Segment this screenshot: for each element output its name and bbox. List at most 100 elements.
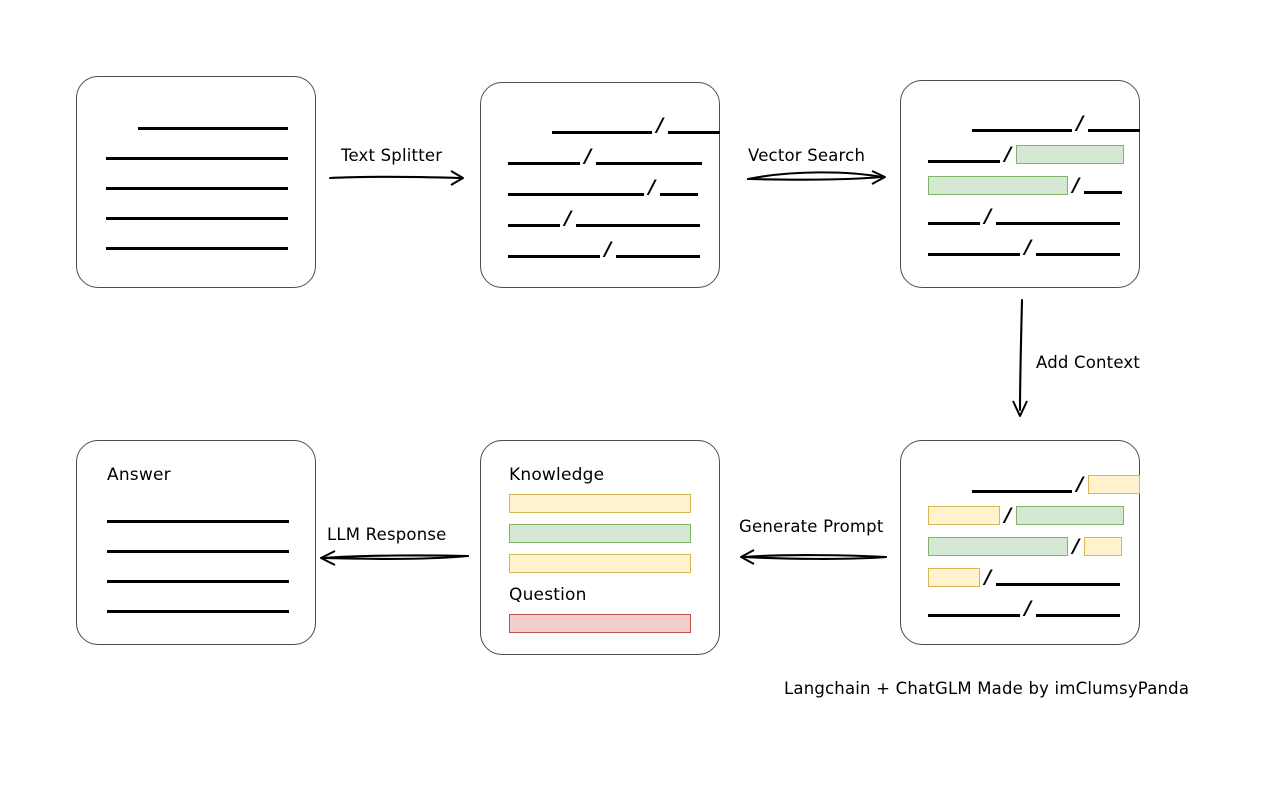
- knowledge-label: Knowledge: [509, 465, 605, 485]
- slash-separator: /: [1004, 503, 1012, 526]
- text-line: [508, 255, 600, 258]
- slash-separator: /: [1072, 173, 1080, 196]
- answer-rows: [77, 503, 315, 644]
- text-row: /: [928, 174, 1122, 196]
- slash-separator: /: [648, 175, 656, 198]
- node-source-document[interactable]: [76, 76, 316, 288]
- highlight-yellow: [1084, 536, 1122, 556]
- slash-separator: /: [1004, 142, 1012, 165]
- text-line: [928, 222, 980, 225]
- arrow-add-context: [1012, 298, 1028, 417]
- highlight-green: [928, 175, 1068, 195]
- node-matched-chunks[interactable]: / / / / /: [900, 80, 1140, 288]
- slash-separator: /: [564, 206, 572, 229]
- slash-separator: /: [1024, 596, 1032, 619]
- text-line: [928, 253, 1020, 256]
- text-line: [1084, 191, 1122, 194]
- node-chunks-with-context[interactable]: / / / / /: [900, 440, 1140, 645]
- text-line: [660, 193, 698, 196]
- arrow-text-splitter: [328, 170, 464, 186]
- edge-label-text-splitter: Text Splitter: [341, 146, 443, 165]
- text-row: /: [928, 597, 1120, 619]
- text-row: [106, 140, 288, 162]
- text-row: /: [928, 566, 1120, 588]
- chunks-with-context-rows: / / / / /: [901, 441, 1140, 644]
- slash-separator: /: [984, 565, 992, 588]
- text-line: [928, 160, 1000, 163]
- arrow-generate-prompt: [740, 549, 888, 565]
- text-line: [596, 162, 702, 165]
- question-label: Question: [509, 585, 587, 605]
- slash-separator: /: [1076, 111, 1084, 134]
- edge-label-add-context: Add Context: [1036, 353, 1141, 372]
- node-answer[interactable]: Answer: [76, 440, 316, 645]
- text-row: /: [508, 176, 698, 198]
- text-line: [972, 490, 1072, 493]
- text-line: [107, 580, 289, 583]
- text-line: [508, 193, 644, 196]
- edge-label-llm-response: LLM Response: [327, 525, 447, 544]
- text-line: [552, 131, 652, 134]
- highlight-green: [1016, 144, 1124, 164]
- arrow-llm-response: [320, 550, 470, 566]
- slash-separator: /: [656, 113, 664, 136]
- text-line: [996, 583, 1120, 586]
- text-line: [668, 131, 720, 134]
- highlight-green: [928, 536, 1068, 556]
- text-row: [138, 110, 288, 132]
- text-row: [106, 170, 288, 192]
- split-chunks-rows: / / / / /: [481, 83, 720, 287]
- text-line: [106, 187, 288, 190]
- highlight-green: [1016, 505, 1124, 525]
- text-line: [616, 255, 700, 258]
- text-row: /: [552, 114, 720, 136]
- text-row: [106, 200, 288, 222]
- text-line: [1088, 129, 1140, 132]
- edge-label-vector-search: Vector Search: [748, 146, 866, 165]
- edge-label-generate-prompt: Generate Prompt: [739, 517, 884, 536]
- text-line: [106, 157, 288, 160]
- text-line: [1036, 614, 1120, 617]
- slash-separator: /: [584, 144, 592, 167]
- text-line: [106, 247, 288, 250]
- node-generated-prompt[interactable]: Knowledge Question: [480, 440, 720, 655]
- diagram-caption: Langchain + ChatGLM Made by imClumsyPand…: [784, 679, 1190, 698]
- slash-separator: /: [1072, 534, 1080, 557]
- knowledge-bar: [509, 494, 691, 513]
- text-row: /: [972, 112, 1140, 134]
- text-row: /: [928, 236, 1120, 258]
- text-row: /: [928, 205, 1120, 227]
- knowledge-bar: [509, 524, 691, 543]
- text-line: [928, 614, 1020, 617]
- text-row: /: [928, 143, 1124, 165]
- text-line: [508, 224, 560, 227]
- text-line: [996, 222, 1120, 225]
- text-line: [107, 550, 289, 553]
- text-row: [106, 230, 288, 252]
- text-line: [138, 127, 288, 130]
- slash-separator: /: [984, 204, 992, 227]
- highlight-yellow: [928, 505, 1000, 525]
- question-bar: [509, 614, 691, 633]
- answer-label: Answer: [107, 465, 171, 485]
- arrow-vector-search: [746, 170, 886, 185]
- text-row: /: [508, 238, 700, 260]
- text-line: [508, 162, 580, 165]
- text-line: [107, 520, 289, 523]
- text-row: /: [928, 504, 1124, 526]
- slash-separator: /: [1076, 472, 1084, 495]
- text-line: [972, 129, 1072, 132]
- node-split-chunks[interactable]: / / / / /: [480, 82, 720, 288]
- text-row: [107, 593, 289, 615]
- source-document-rows: [77, 77, 315, 287]
- matched-chunks-rows: / / / / /: [901, 81, 1140, 287]
- text-line: [576, 224, 700, 227]
- text-row: /: [508, 207, 700, 229]
- knowledge-bar: [509, 554, 691, 573]
- slash-separator: /: [604, 237, 612, 260]
- text-line: [1036, 253, 1120, 256]
- text-line: [107, 610, 289, 613]
- text-row: /: [928, 535, 1122, 557]
- highlight-yellow: [928, 567, 980, 587]
- text-row: [107, 533, 289, 555]
